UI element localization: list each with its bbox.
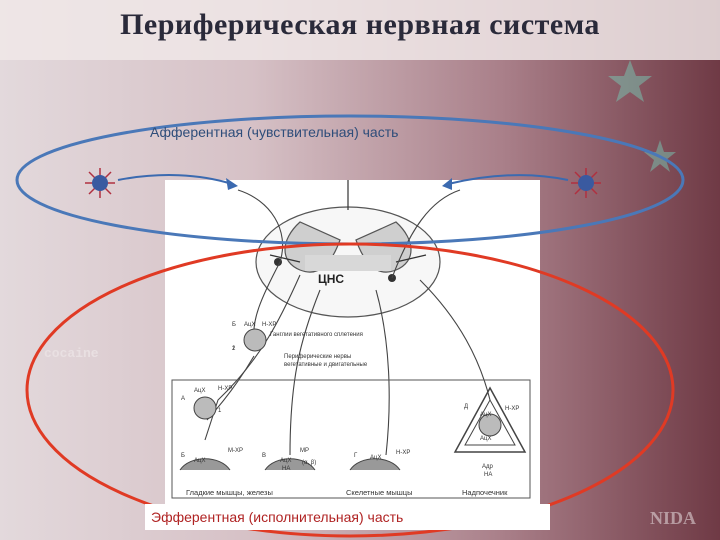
receptor-label: (α, β) xyxy=(302,460,317,466)
receptor-label: НА xyxy=(282,466,291,472)
afferent-label: Афферентная (чувствительная) часть xyxy=(150,124,399,140)
annotation-nerves-sub: вегетативные и двигательные xyxy=(284,362,368,368)
number-label: 2 xyxy=(232,346,236,352)
annotation-ganglia: Ганглии вегетативного сплетения xyxy=(270,332,363,338)
ach-label: АцХ xyxy=(370,455,382,461)
nerve-fibers xyxy=(204,189,491,456)
section-label: В xyxy=(262,453,267,459)
caption-adrenal: Надпочечник xyxy=(462,488,508,497)
ach-label: АцХ xyxy=(244,322,256,328)
background-stars xyxy=(608,60,676,172)
ach-label: АцХ xyxy=(194,458,206,464)
afferent-arrows xyxy=(117,174,569,185)
section-label: Д xyxy=(464,404,469,410)
caption-smooth-muscle: Гладкие мышцы, железы xyxy=(186,488,273,497)
receptor-label: М-ХР xyxy=(228,448,243,454)
arrow-heads xyxy=(226,178,452,190)
title-band xyxy=(0,0,720,60)
ach-label: АцХ xyxy=(480,412,492,418)
receptor-star-right-icon xyxy=(571,168,601,198)
effector-organs xyxy=(179,458,401,471)
spinal-cord xyxy=(255,180,441,318)
cns-label: ЦНС xyxy=(318,272,345,286)
receptor-label: Н-ХР xyxy=(262,322,277,328)
receptor-star-left-icon xyxy=(85,168,115,198)
nida-watermark: NIDA xyxy=(650,508,697,528)
ach-label: АцХ xyxy=(480,436,492,442)
receptor-label: Н-ХР xyxy=(218,386,233,392)
section-label: Б xyxy=(232,322,236,328)
ach-label: АцХ xyxy=(280,458,292,464)
receptor-label: Адр xyxy=(482,464,493,470)
cocaine-watermark: cocaine xyxy=(44,346,99,361)
section-label: Г xyxy=(354,453,358,459)
caption-skeletal-muscle: Скелетные мышцы xyxy=(346,488,413,497)
annotation-nerves: Периферические нервы xyxy=(284,354,352,360)
efferent-oval xyxy=(25,242,675,538)
receptor-label: Н-ХР xyxy=(396,450,411,456)
ach-label: АцХ xyxy=(194,388,206,394)
number-label: 1 xyxy=(232,346,236,352)
receptor-label: Н-ХР xyxy=(505,406,520,412)
receptor-label: МР xyxy=(300,448,309,454)
number-label: 1 xyxy=(218,408,222,414)
ganglia xyxy=(193,328,527,453)
effector-box xyxy=(171,379,531,499)
efferent-label: Эфферентная (исполнительная) часть xyxy=(145,504,550,530)
receptor-label: НА xyxy=(484,472,493,478)
section-label: А xyxy=(181,396,186,402)
section-label: Б xyxy=(181,453,185,459)
slide-title: Периферическая нервная система xyxy=(120,8,600,41)
